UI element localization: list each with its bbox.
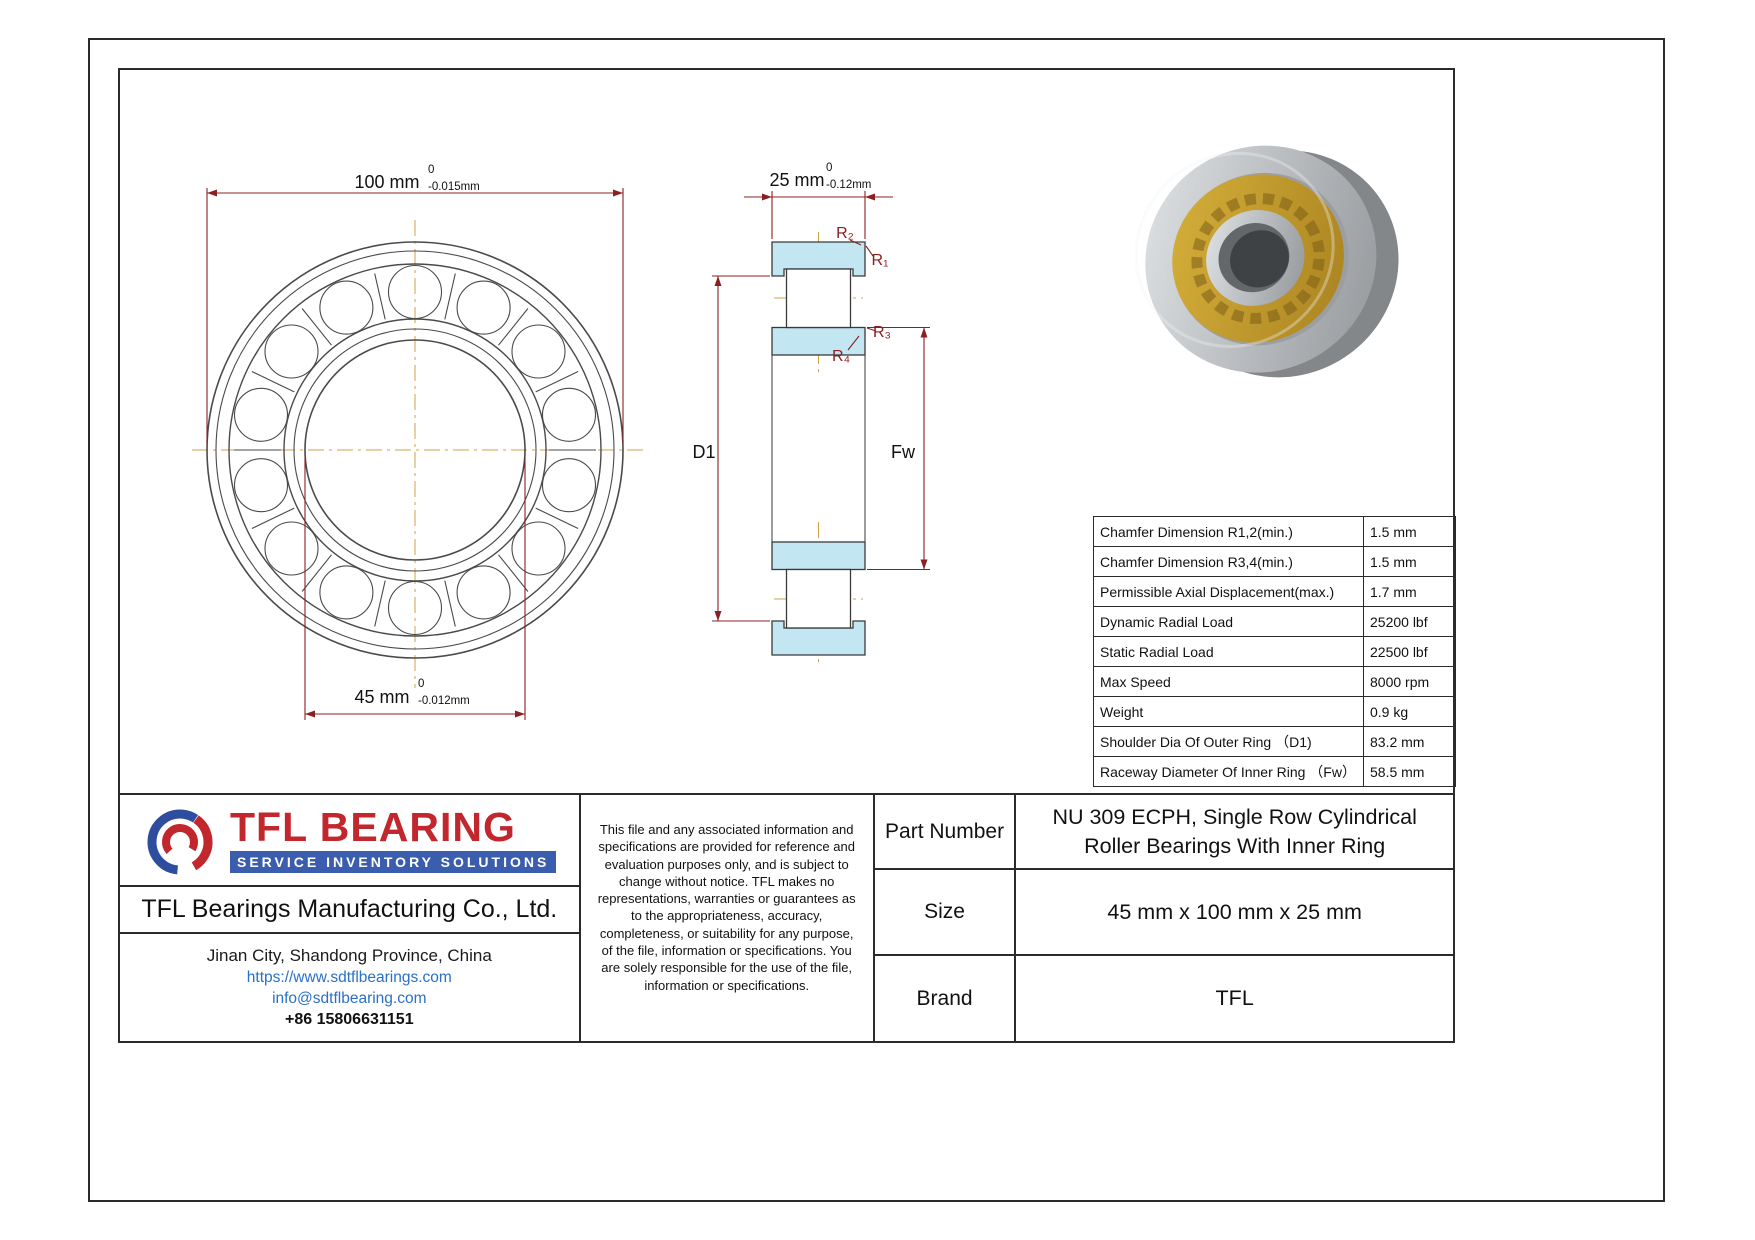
- spec-label: Shoulder Dia Of Outer Ring （D1): [1093, 726, 1364, 757]
- logo-tagline-text: SERVICE INVENTORY SOLUTIONS: [230, 851, 557, 873]
- front-view-drawing: 100 mm 0 -0.015mm 45 mm 0 -0.012mm: [192, 164, 646, 720]
- bearing-3d-shapes: [1135, 145, 1399, 378]
- field-label-size: Size: [874, 870, 1015, 956]
- company-contact: Jinan City, Shandong Province, China htt…: [120, 934, 579, 1041]
- spec-label: Permissible Axial Displacement(max.): [1093, 576, 1364, 607]
- tfl-logo-icon: [147, 809, 213, 875]
- dim-outer-tol-upper: 0: [428, 164, 434, 176]
- dim-width-lines: [744, 191, 893, 239]
- spec-table: Chamfer Dimension R1,2(min.)1.5 mm Chamf…: [1093, 516, 1456, 787]
- spec-value: 25200 lbf: [1363, 606, 1456, 637]
- spec-label: Raceway Diameter Of Inner Ring （Fw）: [1093, 756, 1364, 787]
- dim-bore-tol-upper: 0: [418, 678, 424, 690]
- company-email-link[interactable]: info@sdtflbearing.com: [272, 990, 427, 1007]
- bearing-3d-image: [1135, 145, 1399, 378]
- dim-outer-diameter-lines: [206, 188, 624, 443]
- spec-label: Chamfer Dimension R3,4(min.): [1093, 546, 1364, 577]
- label-fw: Fw: [891, 442, 916, 462]
- field-label-brand: Brand: [916, 986, 973, 1010]
- field-label-part-number: Part Number: [874, 795, 1015, 870]
- spec-value: 22500 lbf: [1363, 636, 1456, 667]
- dim-fw-lines: [867, 326, 930, 571]
- label-r4: R₄: [832, 348, 850, 365]
- company-address: Jinan City, Shandong Province, China: [206, 946, 492, 965]
- roller-cross-sections: [785, 268, 852, 629]
- spec-value: 1.5 mm: [1363, 516, 1456, 547]
- spec-row: Permissible Axial Displacement(max.)1.7 …: [1093, 576, 1456, 607]
- spec-label: Chamfer Dimension R1,2(min.): [1093, 516, 1364, 547]
- spec-label: Weight: [1093, 696, 1364, 727]
- company-name: TFL Bearings Manufacturing Co., Ltd.: [120, 887, 579, 934]
- spec-value: 1.7 mm: [1363, 576, 1456, 607]
- dim-outer-diameter-value: 100 mm: [354, 172, 419, 192]
- spec-row: Shoulder Dia Of Outer Ring （D1)83.2 mm: [1093, 726, 1456, 757]
- disclaimer-text: This file and any associated information…: [581, 795, 875, 1041]
- spec-label: Dynamic Radial Load: [1093, 606, 1364, 637]
- chamfer-leader-lines: [847, 239, 877, 351]
- company-logo: TFL BEARING SERVICE INVENTORY SOLUTIONS: [120, 795, 579, 887]
- dim-outer-tol-lower: -0.015mm: [428, 181, 480, 193]
- company-website-link[interactable]: https://www.sdtflbearings.com: [246, 969, 452, 986]
- company-phone: +86 15806631151: [285, 1011, 414, 1028]
- title-block-field-values: NU 309 ECPH, Single Row Cylindrical Roll…: [1016, 795, 1453, 1041]
- spec-value: 0.9 kg: [1363, 696, 1456, 727]
- spec-value: 1.5 mm: [1363, 546, 1456, 577]
- label-r2: R₂: [836, 225, 854, 242]
- dim-width-value: 25 mm: [769, 170, 824, 190]
- section-view-drawing: 25 mm 0 -0.12mm D1 Fw R₂ R₁ R₃ R₄: [692, 162, 930, 665]
- dim-bore-diameter-value: 45 mm: [354, 687, 409, 707]
- dim-width-tol-lower: -0.12mm: [826, 179, 871, 191]
- title-block-company-column: TFL BEARING SERVICE INVENTORY SOLUTIONS …: [120, 795, 581, 1041]
- field-value-part-number: NU 309 ECPH, Single Row Cylindrical Roll…: [1016, 795, 1453, 870]
- label-r1: R₁: [872, 252, 889, 269]
- dim-bore-diameter-lines: [304, 458, 526, 720]
- spec-value: 58.5 mm: [1363, 756, 1456, 787]
- front-view-rollers: [233, 264, 597, 636]
- dim-d1-lines: [712, 275, 770, 622]
- dim-width-tol-upper: 0: [826, 162, 832, 174]
- spec-row: Chamfer Dimension R1,2(min.)1.5 mm: [1093, 516, 1456, 547]
- title-block-field-labels: Part Number Size Brand: [874, 795, 1017, 1041]
- title-block: TFL BEARING SERVICE INVENTORY SOLUTIONS …: [118, 793, 1455, 1043]
- label-d1: D1: [692, 442, 715, 462]
- field-value-size: 45 mm x 100 mm x 25 mm: [1016, 870, 1453, 956]
- spec-value: 83.2 mm: [1363, 726, 1456, 757]
- spec-row: Raceway Diameter Of Inner Ring （Fw）58.5 …: [1093, 756, 1456, 787]
- spec-label: Max Speed: [1093, 666, 1364, 697]
- field-value-brand: TFL: [1215, 986, 1254, 1011]
- bore-silhouette-lines: [771, 355, 866, 542]
- spec-value: 8000 rpm: [1363, 666, 1456, 697]
- dim-bore-tol-lower: -0.012mm: [418, 695, 470, 707]
- sheet-outer-border: [88, 38, 1665, 1202]
- spec-label: Static Radial Load: [1093, 636, 1364, 667]
- spec-row: Chamfer Dimension R3,4(min.)1.5 mm: [1093, 546, 1456, 577]
- ring-cross-sections: [771, 241, 866, 656]
- logo-brand-text: TFL BEARING: [230, 804, 516, 850]
- label-r3: R₃: [873, 324, 891, 341]
